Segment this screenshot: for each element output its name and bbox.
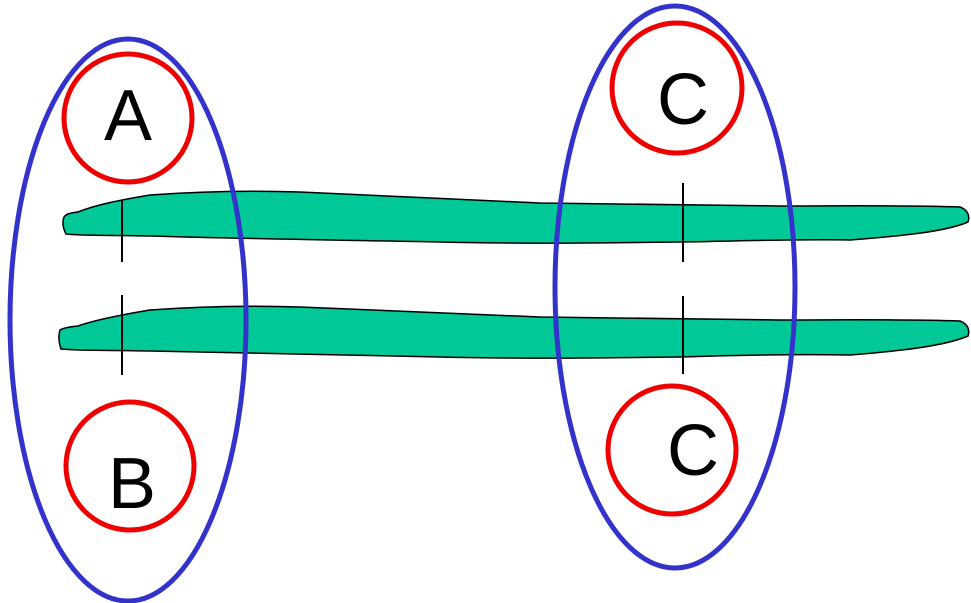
left-group-ellipse	[7, 36, 249, 603]
label-b: B	[108, 444, 156, 524]
allele-circle-c-bottom	[605, 383, 739, 517]
label-c-bottom: C	[667, 411, 719, 491]
label-c-top: C	[657, 60, 709, 140]
upper-chromosome	[62, 190, 970, 244]
allele-circle-a	[61, 51, 195, 185]
allele-circle-c-top	[609, 20, 745, 156]
label-a: A	[104, 76, 152, 156]
right-group-ellipse	[552, 3, 798, 571]
lower-chromosome	[58, 305, 970, 359]
allele-circle-b	[63, 399, 197, 533]
